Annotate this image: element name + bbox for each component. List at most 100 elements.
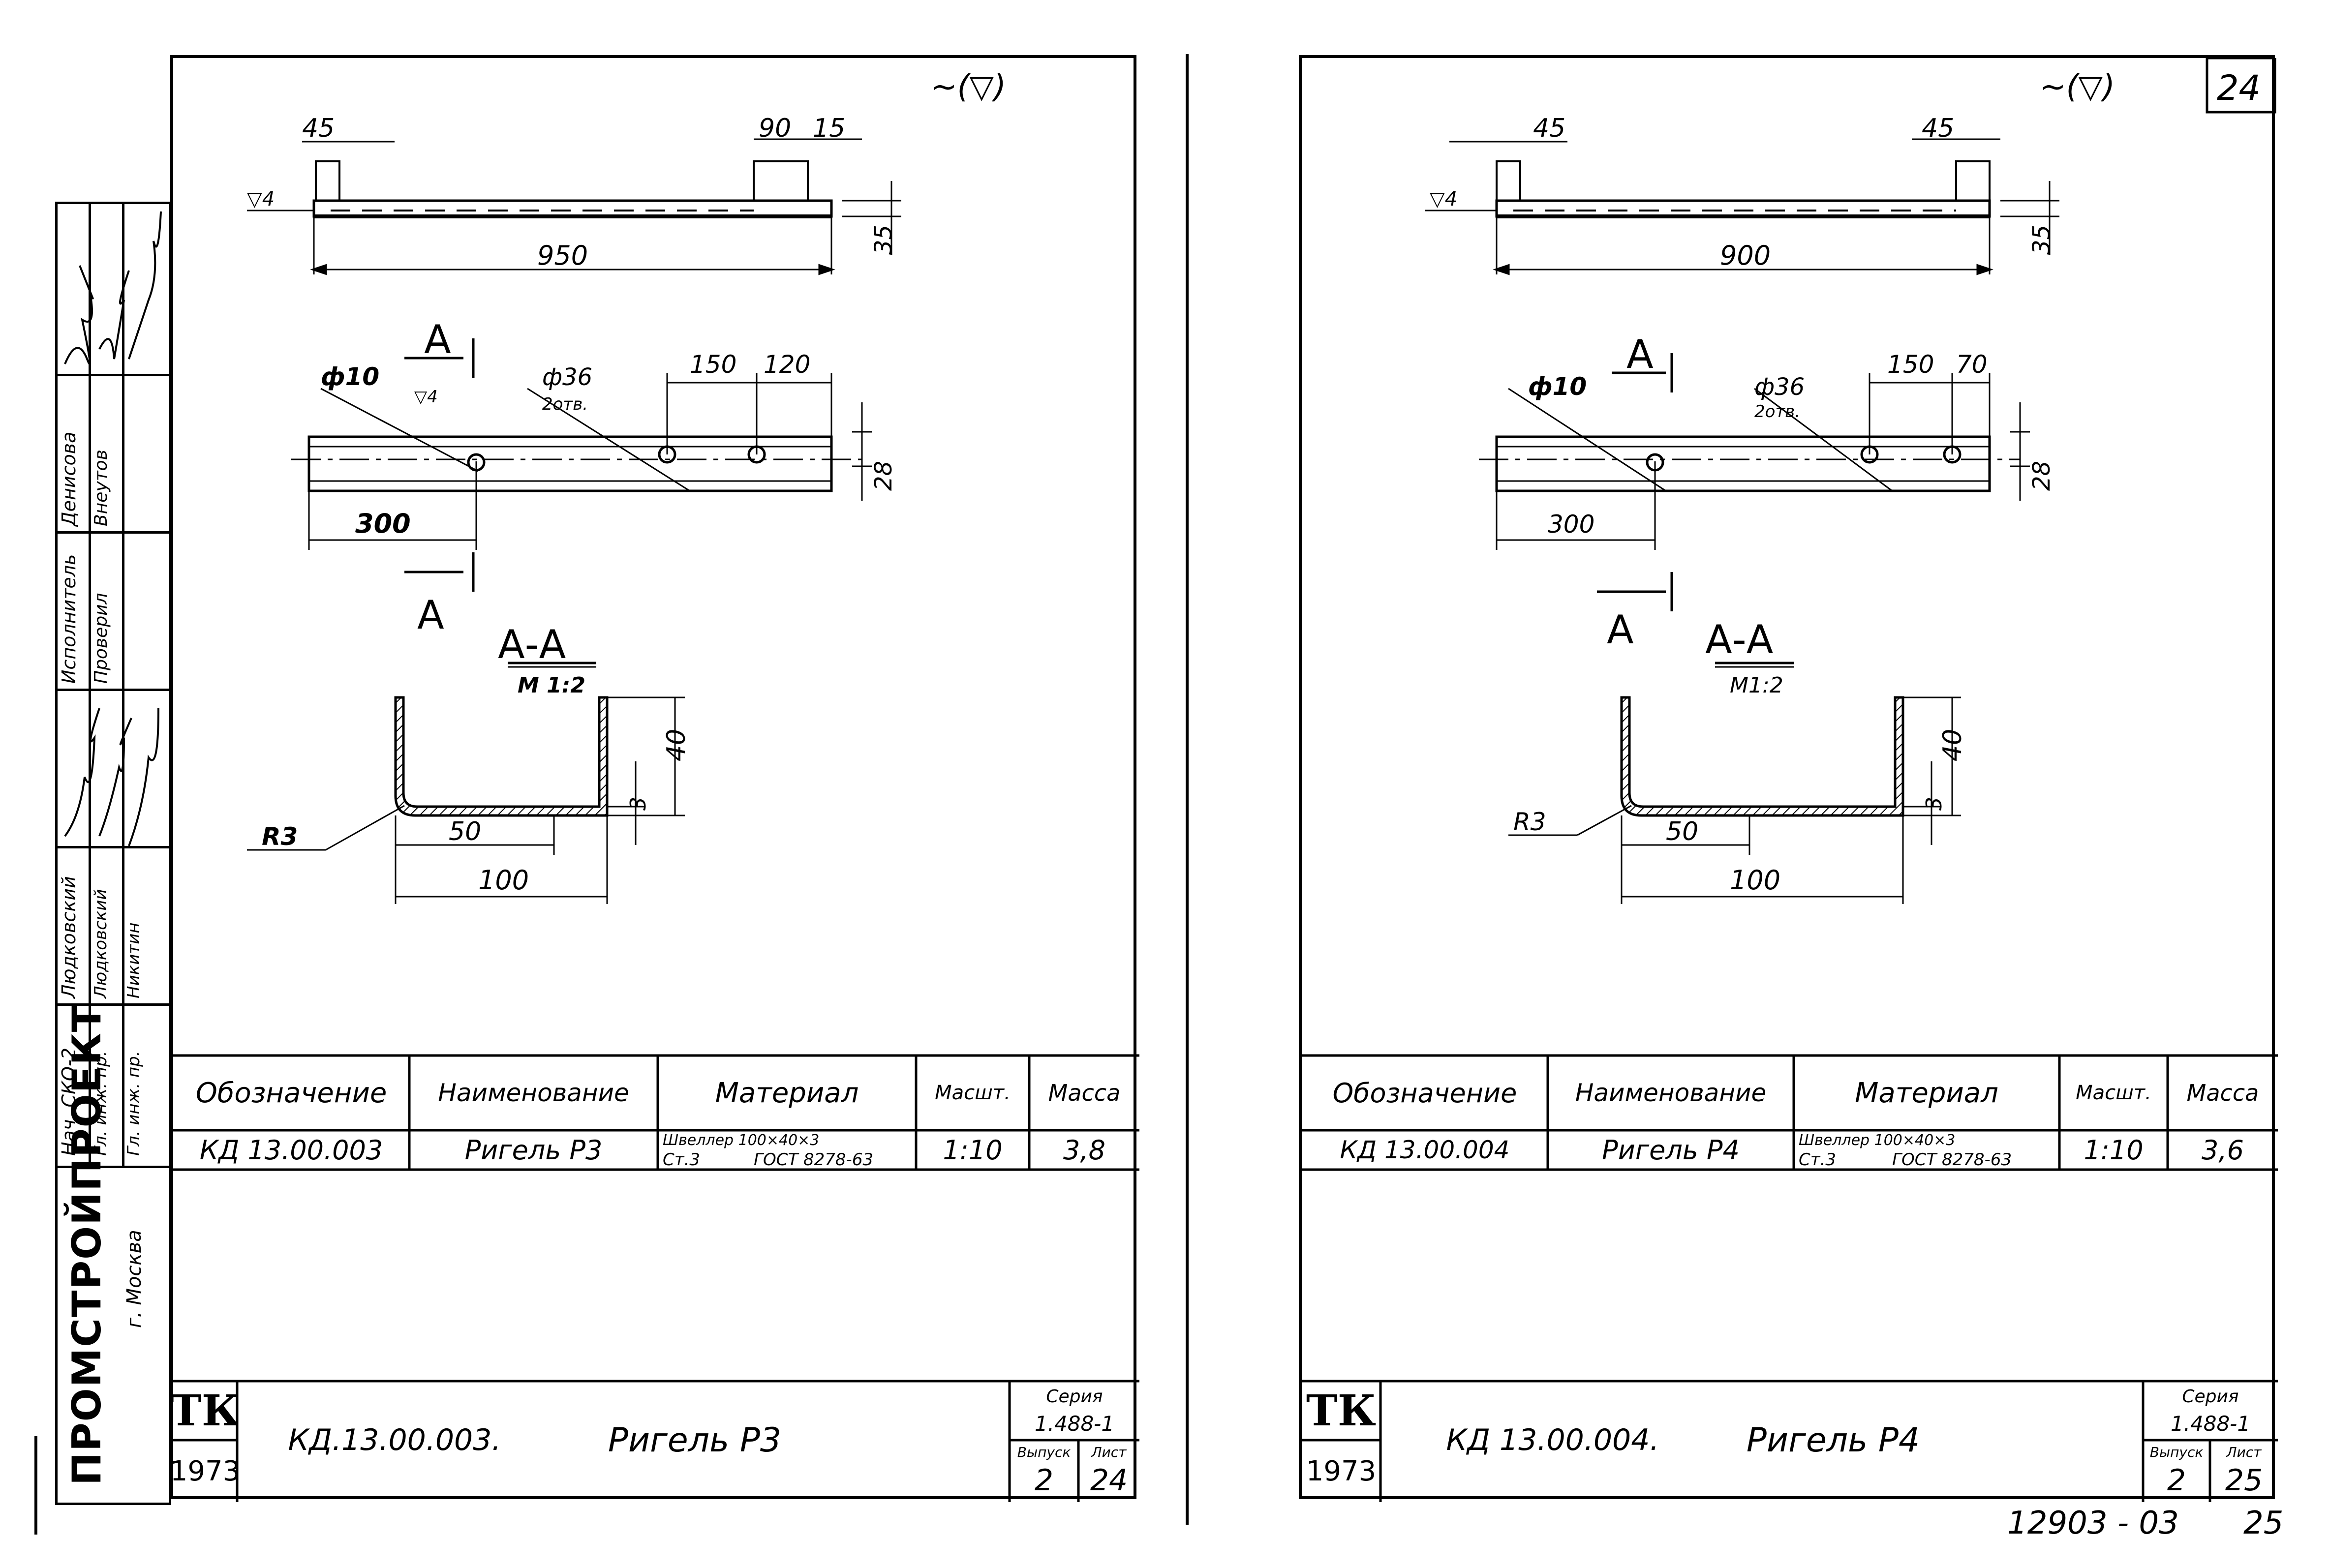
right-title-org: ТК xyxy=(1306,1386,1377,1436)
left-section-title: А-А xyxy=(498,622,566,667)
left-table-scale: 1:10 xyxy=(943,1134,1003,1166)
left-plan-d300: 300 xyxy=(355,508,411,539)
right-title-issue-label: Выпуск xyxy=(2149,1444,2204,1460)
right-title-sheet-label: Лист xyxy=(2226,1444,2262,1460)
left-title-series-label: Серия xyxy=(1046,1386,1103,1407)
left-table-material-gost: ГОСТ 8278-63 xyxy=(754,1150,874,1170)
right-title-sheet: 25 xyxy=(2225,1463,2263,1498)
left-title-issue: 2 xyxy=(1034,1463,1054,1498)
footer-doc-number: 12903 - 03 xyxy=(2007,1505,2179,1541)
right-plan-hole2-note: 2отв. xyxy=(1754,402,1800,422)
right-table-header-mass: Масса xyxy=(2186,1080,2259,1106)
right-section-scale: М1:2 xyxy=(1730,673,1783,698)
left-section-d3: 3 xyxy=(626,797,651,811)
side-stamp-row-d xyxy=(55,846,171,848)
right-top-d45b: 45 xyxy=(1922,114,1954,143)
right-section-d50: 50 xyxy=(1666,817,1698,846)
right-drawing: 24 ~(▽) 45 45 900 35 ▽4 А А ф10 ф36 2отв… xyxy=(1302,58,2278,1502)
left-title-name: Ригель Р3 xyxy=(608,1420,782,1460)
side-stamp-divider xyxy=(55,1166,171,1168)
left-section-d100: 100 xyxy=(478,865,529,896)
right-plan-hole2: ф36 xyxy=(1754,373,1805,401)
right-section-marker-bottom: А xyxy=(1607,607,1634,653)
left-top-d950: 950 xyxy=(537,240,588,271)
left-title-year: 1973 xyxy=(173,1455,237,1487)
left-top-d15: 15 xyxy=(813,114,845,143)
left-plan-rough: ▽4 xyxy=(414,387,438,407)
left-drawing: 45 90 15 950 35 ▽4 xyxy=(173,69,1139,1502)
right-table-name: Ригель Р4 xyxy=(1602,1134,1740,1166)
right-table-header-scale: Масшт. xyxy=(2076,1082,2151,1104)
footer-page-number: 25 xyxy=(2243,1505,2284,1541)
side-stamp-inner-col2 xyxy=(122,202,124,1166)
right-section-d40: 40 xyxy=(1938,729,1967,761)
right-table-mass: 3,6 xyxy=(2202,1134,2244,1166)
right-section-title: А-А xyxy=(1705,617,1774,663)
side-stamp-row-c xyxy=(55,689,171,691)
side-stamp-inner-col xyxy=(89,202,91,1166)
left-section-d50: 50 xyxy=(449,817,481,846)
right-table-material-line2: Ст.3 xyxy=(1799,1150,1836,1170)
side-stamp-row-b xyxy=(55,531,171,534)
right-title-series-label: Серия xyxy=(2182,1386,2239,1407)
left-table-header-scale: Масшт. xyxy=(935,1082,1011,1104)
right-title-issue: 2 xyxy=(2167,1463,2186,1498)
left-roughness-mark: ~(▽) xyxy=(931,69,1006,105)
right-plan-hole1: ф10 xyxy=(1528,372,1587,401)
right-section-d100: 100 xyxy=(1730,865,1780,896)
right-table-material-gost: ГОСТ 8278-63 xyxy=(1892,1150,2012,1170)
left-top-rough: ▽4 xyxy=(247,188,275,211)
left-plan-hole2-note: 2отв. xyxy=(542,394,588,414)
left-section-marker-bottom: А xyxy=(417,592,444,638)
right-table-header-designation: Обозначение xyxy=(1332,1077,1517,1109)
left-plan-d28: 28 xyxy=(870,461,897,491)
left-drawing-sheet: 45 90 15 950 35 ▽4 xyxy=(170,55,1139,1502)
left-plan-d120: 120 xyxy=(764,350,810,379)
right-roughness-mark: ~(▽) xyxy=(2040,69,2115,105)
side-stamp-row-e xyxy=(55,1003,171,1006)
right-section-r3: R3 xyxy=(1513,808,1546,836)
left-title-code: КД.13.00.003. xyxy=(288,1423,501,1457)
right-plan-d300: 300 xyxy=(1548,510,1594,539)
left-section-scale: М 1:2 xyxy=(518,673,585,698)
side-stamp-frame xyxy=(55,202,171,1505)
left-plan-d150: 150 xyxy=(690,350,736,379)
left-title-sheet-label: Лист xyxy=(1091,1444,1127,1460)
right-table-scale: 1:10 xyxy=(2084,1134,2144,1166)
right-title-name: Ригель Р4 xyxy=(1746,1420,1920,1460)
right-section-marker-top: А xyxy=(1626,332,1654,377)
left-table-material-line1: Швеллер 100×40×3 xyxy=(663,1131,820,1149)
right-title-code: КД 13.00.004. xyxy=(1446,1423,1659,1457)
side-stamp-org: ПРОМСТРОЙПРОЕКТ xyxy=(64,1004,110,1485)
right-table-header-material: Материал xyxy=(1855,1077,1998,1109)
left-table-header-designation: Обозначение xyxy=(195,1077,387,1109)
left-plan-hole1: ф10 xyxy=(321,362,379,391)
right-top-rough: ▽4 xyxy=(1430,188,1457,211)
left-section-marker-top: А xyxy=(424,317,451,362)
signature-scribbles xyxy=(64,211,162,846)
right-drawing-sheet: 24 ~(▽) 45 45 900 35 ▽4 А А ф10 ф36 2отв… xyxy=(1299,55,2278,1502)
center-fold-line xyxy=(1186,54,1189,1525)
right-table-header-name: Наименование xyxy=(1575,1079,1767,1107)
left-table-designation: КД 13.00.003 xyxy=(199,1134,383,1166)
left-title-issue-label: Выпуск xyxy=(1017,1444,1071,1460)
left-title-sheet: 24 xyxy=(1090,1463,1128,1498)
left-table-header-name: Наименование xyxy=(438,1079,629,1107)
right-top-d35: 35 xyxy=(2028,225,2055,255)
right-title-year: 1973 xyxy=(1306,1455,1377,1487)
left-page-margin-line xyxy=(34,1436,37,1535)
left-table-name: Ригель Р3 xyxy=(464,1134,603,1166)
top-view xyxy=(247,138,901,275)
plan-view xyxy=(291,338,872,592)
left-top-d90: 90 xyxy=(759,114,791,143)
side-stamp-city: г. Москва xyxy=(123,1230,146,1328)
left-title-org: ТК xyxy=(173,1386,237,1436)
side-stamp-row-a xyxy=(55,374,171,376)
left-top-d35: 35 xyxy=(870,225,897,255)
right-page-box-number: 24 xyxy=(2217,68,2261,108)
left-top-d45: 45 xyxy=(302,114,335,143)
right-section-d3: 3 xyxy=(1922,797,1947,811)
right-plan-d150: 150 xyxy=(1887,350,1934,379)
left-table-mass: 3,8 xyxy=(1063,1134,1105,1166)
right-plan-d70: 70 xyxy=(1956,350,1988,379)
